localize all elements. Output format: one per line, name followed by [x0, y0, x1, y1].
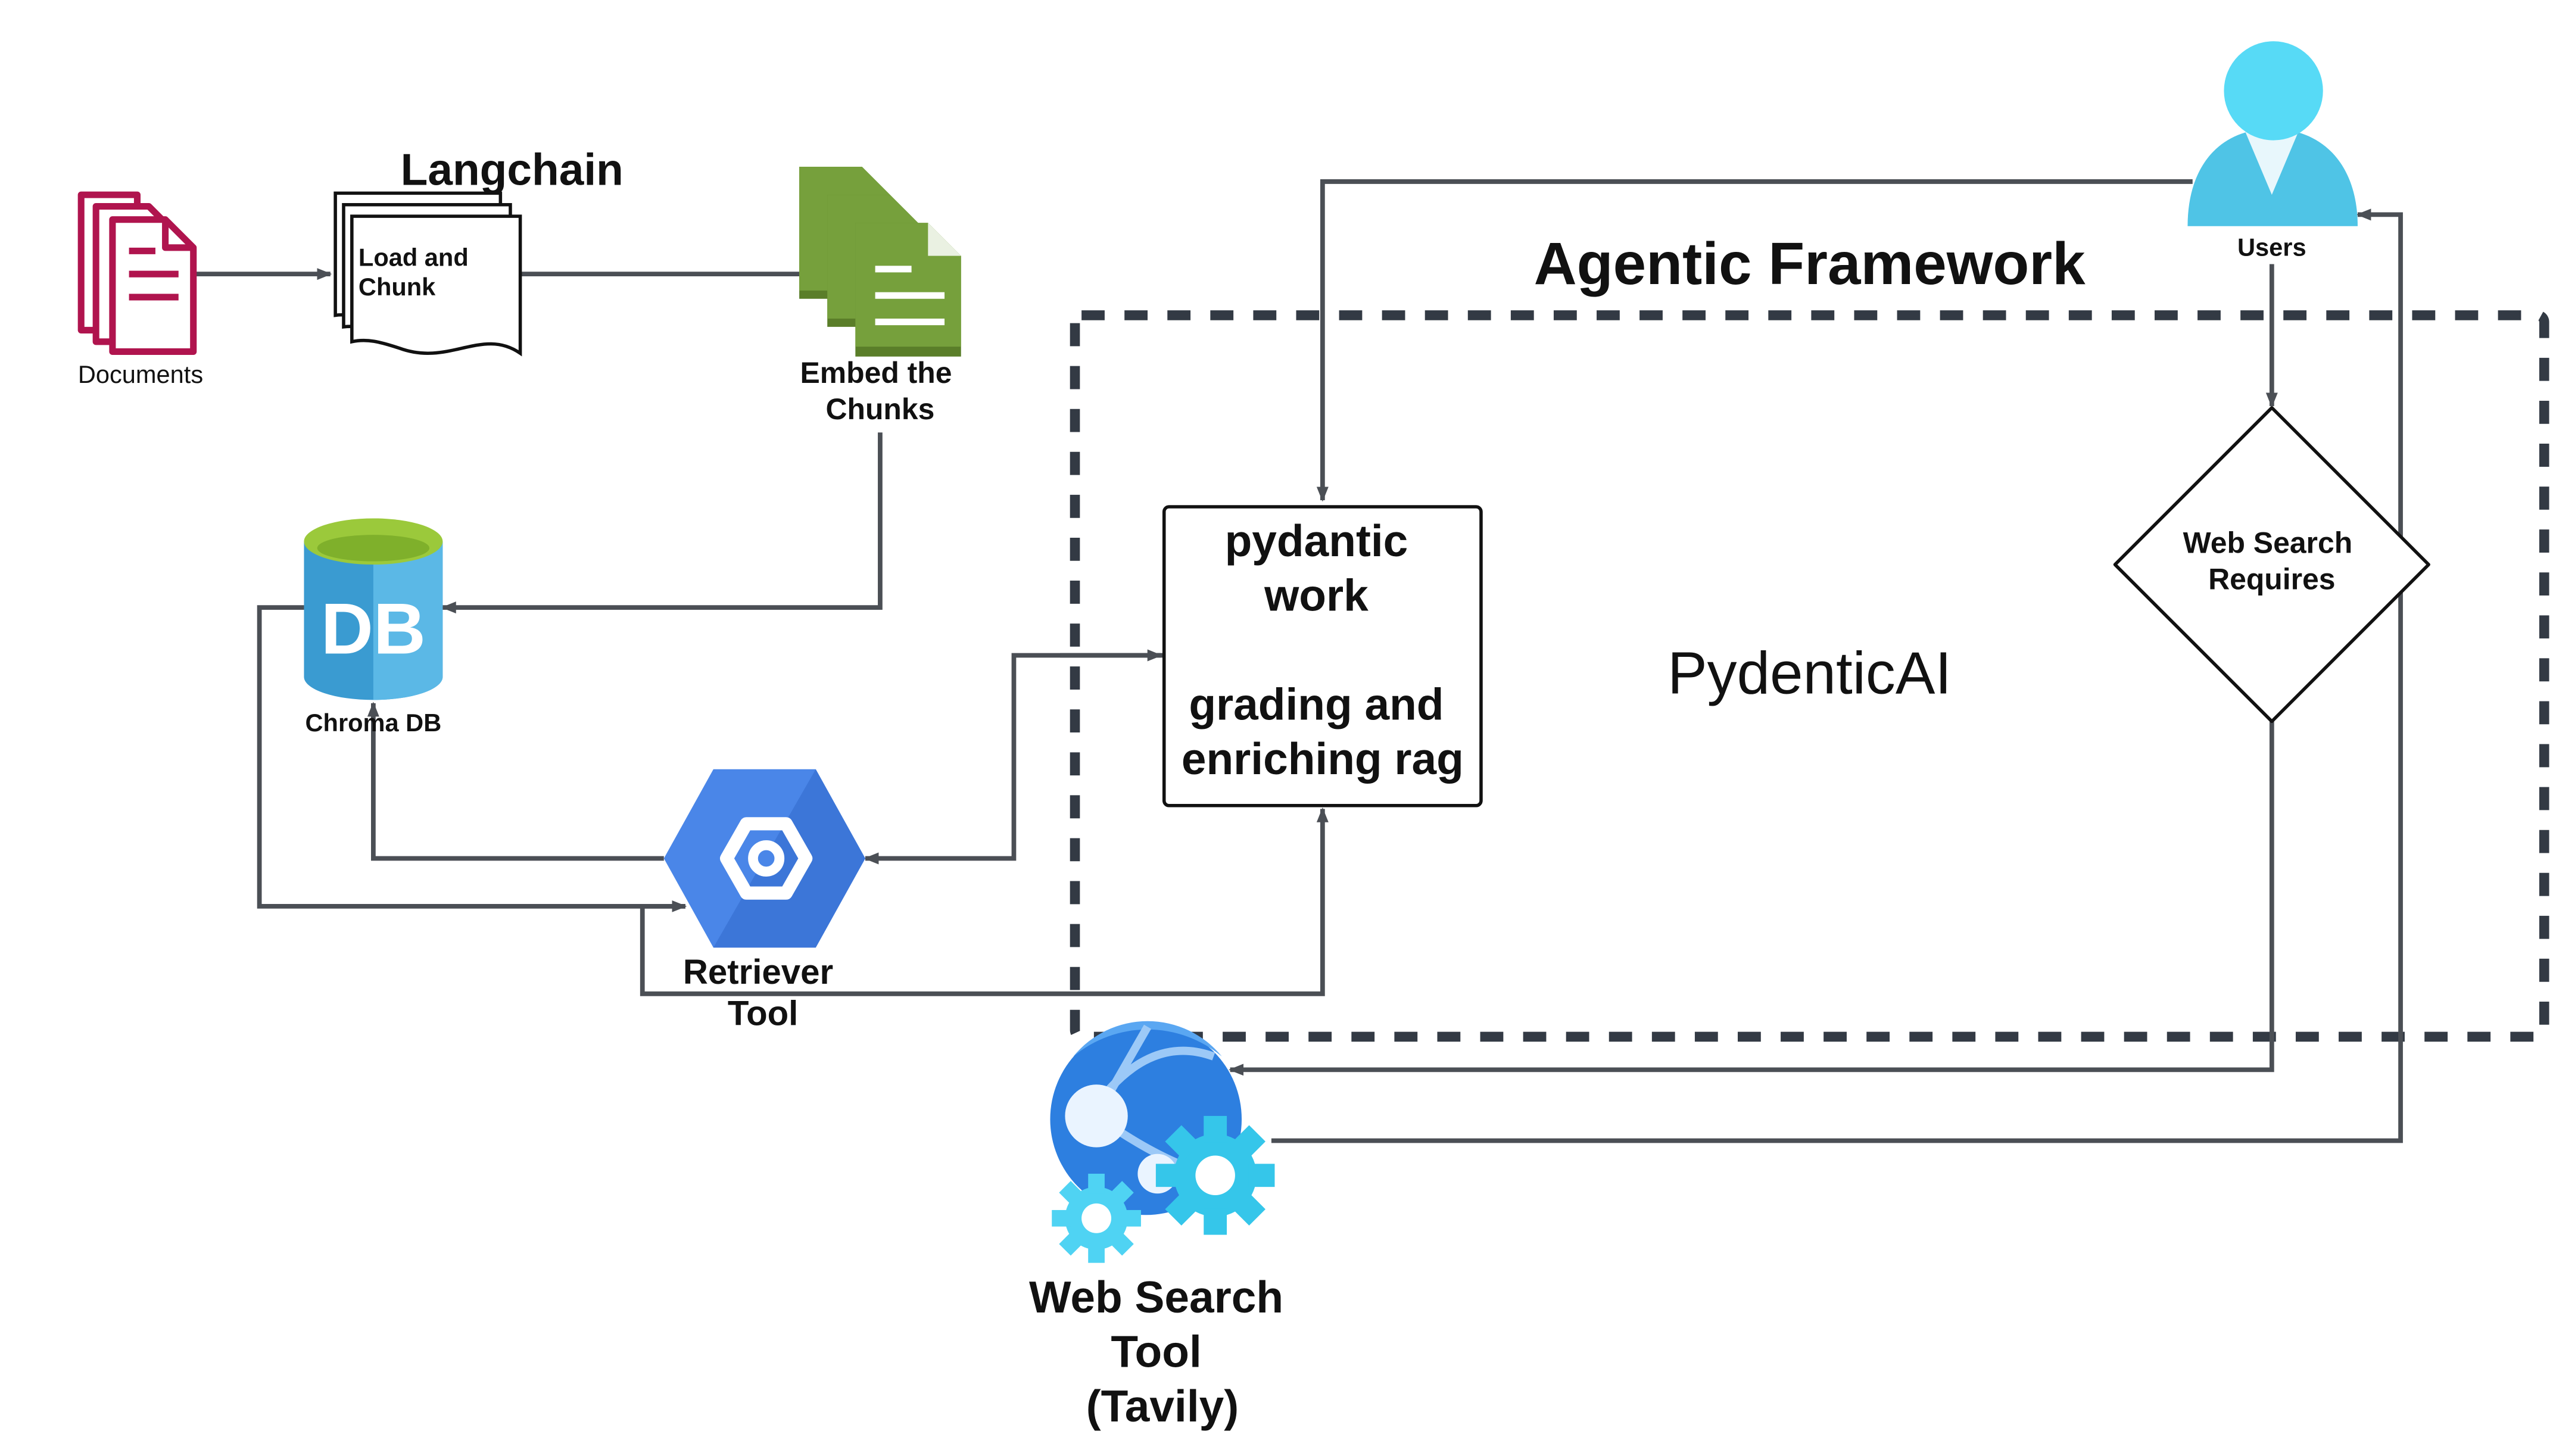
pydantic-work-line-5: enriching rag: [1182, 734, 1464, 784]
retriever-tool-label: Retriever Tool: [683, 953, 843, 1033]
embed-chunks-line-1: Embed the: [800, 356, 952, 389]
load-and-chunk-line-1: Load and: [359, 243, 469, 271]
chroma-db-icon: DB: [304, 518, 443, 700]
conn-pydantic-to-retriever: [864, 653, 1164, 865]
pydantic-work-line-1: pydantic: [1225, 516, 1408, 566]
pydenticai-label: PydenticAI: [1667, 640, 1952, 706]
pydantic-work-line-2: work: [1264, 570, 1369, 621]
embed-chunks-line-2: Chunks: [825, 392, 934, 426]
load-and-chunk-line-2: Chunk: [359, 273, 436, 301]
decision-line-2: Requires: [2208, 563, 2335, 596]
pydantic-work-box: [1162, 505, 1483, 807]
embed-chunks-label: Embed the Chunks: [800, 356, 961, 426]
db-icon-text: DB: [321, 588, 426, 669]
users-label: Users: [2237, 233, 2306, 261]
chroma-db-label: Chroma DB: [306, 709, 442, 737]
web-search-decision-label: Web Search Requires: [2183, 526, 2361, 596]
pydantic-work-line-4: grading and: [1189, 679, 1444, 729]
langchain-title: Langchain: [401, 144, 624, 194]
retriever-tool-line-2: Tool: [728, 994, 799, 1033]
conn-chroma-to-retriever: [257, 605, 687, 912]
retriever-tool-icon: [663, 769, 865, 948]
retriever-tool-line-1: Retriever: [683, 953, 833, 992]
conn-retriever-loop-to-pydantic: [640, 807, 1329, 996]
web-search-decision: [2113, 406, 2430, 724]
conn-decision-to-websearch: [1229, 721, 2274, 1076]
web-search-tool-icon: [1050, 1021, 1275, 1263]
web-search-tool-line-3: (Tavily): [1086, 1381, 1239, 1431]
web-search-tool-label: Web Search Tool (Tavily): [1029, 1272, 1296, 1431]
conn-retriever-to-chroma: [367, 702, 664, 861]
load-and-chunk-icon: [333, 191, 522, 357]
conn-users-to-pydantic: [1316, 179, 2193, 502]
web-search-tool-line-2: Tool: [1111, 1326, 1201, 1376]
decision-line-1: Web Search: [2183, 526, 2353, 560]
documents-label: Documents: [78, 360, 203, 388]
pydantic-work-text: pydantic work grading and enriching rag: [1182, 516, 1464, 784]
conn-embed-to-chroma: [441, 432, 883, 614]
embed-chunks-icon: [799, 166, 961, 357]
web-search-tool-line-1: Web Search: [1029, 1272, 1283, 1322]
documents-icon: [77, 191, 197, 356]
agentic-framework-title: Agentic Framework: [1534, 231, 2086, 297]
agentic-framework-frame: [1070, 310, 2549, 1042]
connectors: [195, 179, 2403, 1143]
load-and-chunk-label: Load and Chunk: [359, 243, 475, 301]
conn-websearch-to-users: [1271, 208, 2403, 1143]
users-icon: [2187, 41, 2358, 226]
